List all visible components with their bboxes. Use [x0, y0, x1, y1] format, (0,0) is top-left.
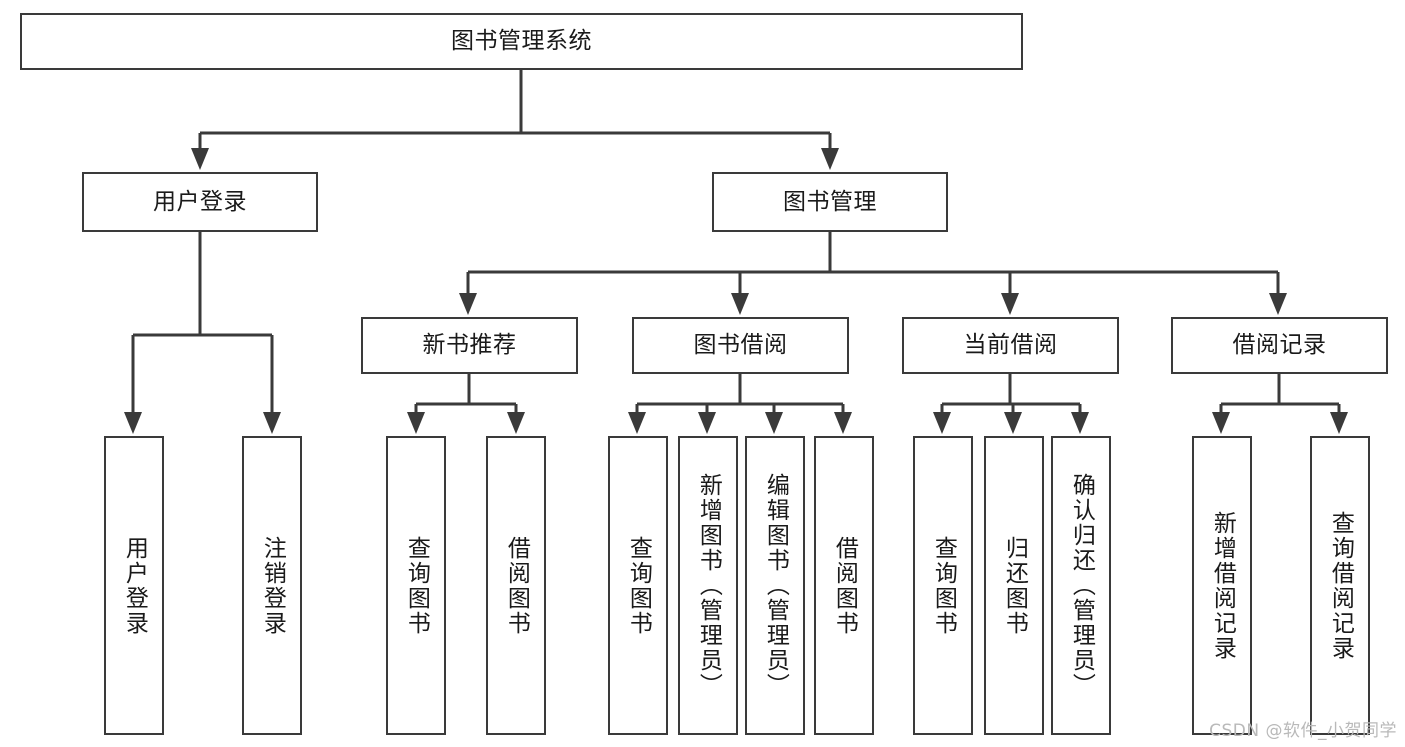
node-new-book-rec[interactable]: 新书推荐	[361, 317, 578, 374]
node-label: 图书借阅	[693, 332, 788, 359]
arrowhead-icon-new-book-rec-1	[507, 412, 525, 434]
node-label: 新书推荐	[422, 332, 517, 359]
node-root-book-management-system[interactable]: 图书管理系统	[20, 13, 1023, 70]
arrowhead-icon-book-manage-3	[1269, 293, 1287, 315]
node-label: 确认归还（管理员）	[1068, 473, 1095, 698]
arrowhead-icon-book-borrow-3	[834, 412, 852, 434]
node-leaf-current-query[interactable]: 查询图书	[913, 436, 973, 735]
arrowhead-icon-borrow-record-1	[1330, 412, 1348, 434]
node-leaf-current-confirm[interactable]: 确认归还（管理员）	[1051, 436, 1111, 735]
node-label: 查询图书	[403, 535, 430, 636]
csdn-watermark: CSDN @软件_小贺同学	[1209, 721, 1397, 741]
node-leaf-current-return[interactable]: 归还图书	[984, 436, 1044, 735]
node-leaf-record-query[interactable]: 查询借阅记录	[1310, 436, 1370, 735]
arrowhead-icon-current-borrow-1	[1004, 412, 1022, 434]
node-book-manage[interactable]: 图书管理	[712, 172, 948, 232]
node-user-login[interactable]: 用户登录	[82, 172, 318, 232]
arrowhead-icon-borrow-record-0	[1212, 412, 1230, 434]
node-leaf-user-logout[interactable]: 注销登录	[242, 436, 302, 735]
node-label: 借阅图书	[503, 535, 530, 636]
node-leaf-rec-borrow[interactable]: 借阅图书	[486, 436, 546, 735]
node-label: 查询图书	[625, 535, 652, 636]
node-label: 用户登录	[153, 188, 247, 215]
arrowhead-icon-root-0	[191, 148, 209, 170]
arrowhead-icon-book-manage-1	[731, 293, 749, 315]
node-label: 新增图书（管理员）	[695, 473, 722, 698]
arrowhead-icon-book-borrow-1	[698, 412, 716, 434]
arrowhead-icon-current-borrow-0	[933, 412, 951, 434]
node-leaf-rec-query[interactable]: 查询图书	[386, 436, 446, 735]
node-leaf-record-add[interactable]: 新增借阅记录	[1192, 436, 1252, 735]
node-borrow-record[interactable]: 借阅记录	[1171, 317, 1388, 374]
node-label: 编辑图书（管理员）	[762, 473, 789, 698]
node-label: 当前借阅	[963, 332, 1058, 359]
arrowhead-icon-book-manage-2	[1001, 293, 1019, 315]
node-leaf-user-login[interactable]: 用户登录	[104, 436, 164, 735]
node-label: 借阅图书	[831, 535, 858, 636]
node-label: 查询图书	[930, 535, 957, 636]
node-label: 注销登录	[259, 535, 286, 636]
node-leaf-borrow-add[interactable]: 新增图书（管理员）	[678, 436, 738, 735]
node-label: 图书管理系统	[451, 28, 592, 55]
arrowhead-icon-book-borrow-2	[765, 412, 783, 434]
arrowhead-icon-book-borrow-0	[628, 412, 646, 434]
node-label: 查询借阅记录	[1327, 510, 1354, 661]
arrowhead-icon-new-book-rec-0	[407, 412, 425, 434]
node-book-borrow[interactable]: 图书借阅	[632, 317, 849, 374]
node-label: 用户登录	[121, 535, 148, 636]
arrowhead-icon-current-borrow-2	[1071, 412, 1089, 434]
node-current-borrow[interactable]: 当前借阅	[902, 317, 1119, 374]
arrowhead-icon-root-1	[821, 148, 839, 170]
node-label: 归还图书	[1001, 535, 1028, 636]
node-label: 借阅记录	[1232, 332, 1327, 359]
node-leaf-borrow-query[interactable]: 查询图书	[608, 436, 668, 735]
arrowhead-icon-user-login-1	[263, 412, 281, 434]
node-leaf-borrow-edit[interactable]: 编辑图书（管理员）	[745, 436, 805, 735]
node-label: 图书管理	[783, 188, 877, 215]
node-leaf-borrow-lend[interactable]: 借阅图书	[814, 436, 874, 735]
node-label: 新增借阅记录	[1209, 510, 1236, 661]
arrowhead-icon-user-login-0	[124, 412, 142, 434]
arrowhead-icon-book-manage-0	[459, 293, 477, 315]
